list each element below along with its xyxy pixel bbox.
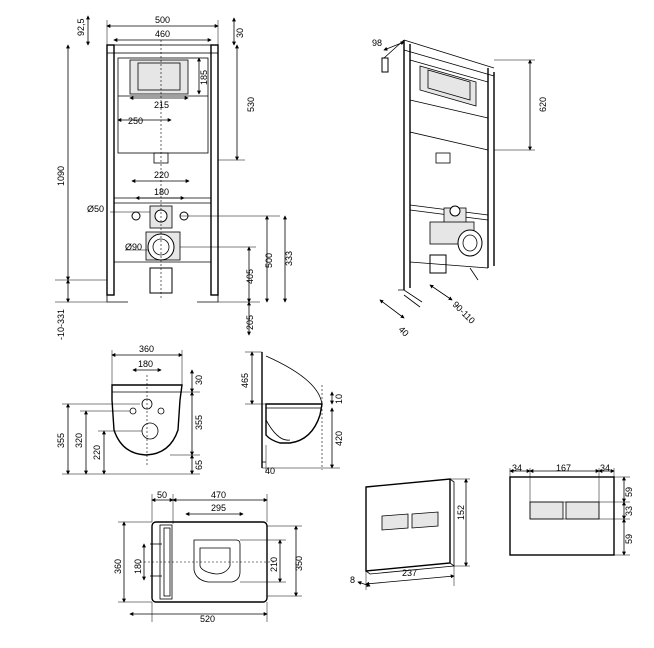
dim-210: 210 <box>269 557 279 572</box>
dim-405: 405 <box>245 269 255 284</box>
dim-90-110: 90-110 <box>451 299 477 325</box>
dim-180-top: 180 <box>133 559 143 574</box>
bowl-front-view: 360 180 30 355 320 220 355 65 <box>56 344 204 475</box>
dim-215: 215 <box>154 100 169 110</box>
dim-167: 167 <box>556 463 571 473</box>
dim-220: 220 <box>154 170 169 180</box>
dim-92-5: 92,5 <box>76 18 86 36</box>
dim-355-right: 355 <box>194 415 204 430</box>
dim-50: 50 <box>157 490 167 500</box>
dim-59-top: 59 <box>624 487 634 497</box>
dim-8: 8 <box>350 575 355 585</box>
dim-33: 33 <box>624 506 634 516</box>
dim-460: 460 <box>155 29 170 39</box>
dim-d90: Ø90 <box>125 242 142 252</box>
dim-1090: 1090 <box>56 166 66 186</box>
dim-360-top: 360 <box>113 559 123 574</box>
flush-plate-front: 34 167 34 59 33 59 <box>509 463 634 556</box>
frame-iso-view: 98 620 40 90-110 <box>372 38 548 338</box>
dim-180-frame: 180 <box>154 187 169 197</box>
dim-350: 350 <box>294 556 304 571</box>
dim-152: 152 <box>456 505 466 520</box>
dim-500-right: 500 <box>264 253 274 268</box>
dim-320: 320 <box>74 433 84 448</box>
dim-500: 500 <box>155 15 170 25</box>
dim-220-bowl: 220 <box>92 445 102 460</box>
dim-185: 185 <box>199 70 209 85</box>
dim-530: 530 <box>246 97 256 112</box>
dim-40-side: 40 <box>265 466 275 476</box>
dim-adj: -10-331 <box>56 309 66 340</box>
dim-360-bowl: 360 <box>139 344 154 354</box>
dim-465: 465 <box>240 373 250 388</box>
frame-front-view: 500 460 92,5 30 185 215 250 530 1090 220… <box>55 15 294 340</box>
dim-470: 470 <box>211 490 226 500</box>
dim-250: 250 <box>128 116 143 126</box>
dim-10: 10 <box>334 394 344 404</box>
dim-34-left: 34 <box>512 463 522 473</box>
dim-420: 420 <box>334 431 344 446</box>
dim-295: 295 <box>211 503 226 513</box>
dim-205: 205 <box>245 315 255 330</box>
dim-237: 237 <box>402 568 417 578</box>
bowl-side-view: 465 10 420 40 <box>240 351 344 476</box>
dim-30-top: 30 <box>235 28 245 38</box>
dim-520: 520 <box>200 614 215 624</box>
dim-180-bowl: 180 <box>138 359 153 369</box>
dim-40-iso: 40 <box>397 324 411 338</box>
bowl-top-view: 50 470 295 360 180 210 350 520 <box>113 490 304 624</box>
dim-d50: Ø50 <box>87 204 104 214</box>
dim-59-bottom: 59 <box>624 534 634 544</box>
dim-333: 333 <box>284 251 294 266</box>
flush-plate-iso: 152 237 8 <box>350 478 470 590</box>
dim-34-right: 34 <box>600 463 610 473</box>
dim-98: 98 <box>372 38 382 48</box>
dim-65: 65 <box>194 460 204 470</box>
dim-620: 620 <box>538 97 548 112</box>
dim-355-left: 355 <box>56 433 66 448</box>
dim-30-bowl: 30 <box>194 375 204 385</box>
